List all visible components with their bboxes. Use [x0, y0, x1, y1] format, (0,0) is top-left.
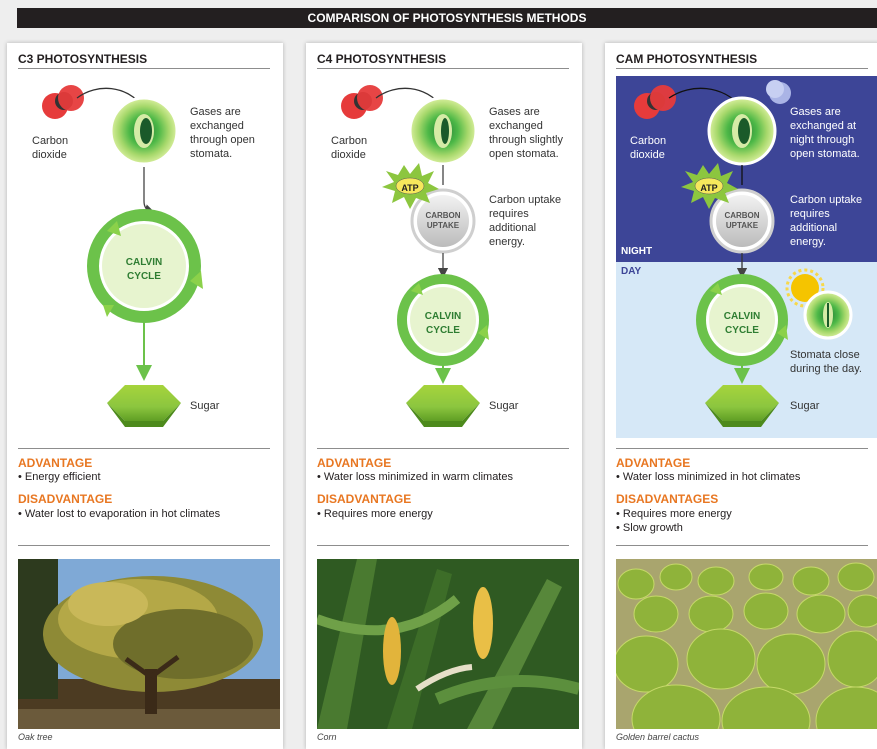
sugar-icon — [406, 385, 480, 427]
advantage-item: • Water loss minimized in hot climates — [616, 471, 801, 483]
gases-label: Gases are exchanged at night through ope… — [790, 106, 860, 160]
cactus-photo — [616, 559, 877, 729]
divider — [616, 545, 868, 546]
disadvantage-title: DISADVANTAGE — [317, 492, 412, 506]
calvin-cycle-label: CALVIN CYCLE — [424, 311, 462, 336]
disadvantage-item: • Slow growth — [616, 522, 683, 534]
carbon-uptake-icon — [410, 188, 476, 254]
divider — [317, 68, 569, 69]
atp-label: ATP — [401, 183, 419, 193]
sugar-label: Sugar — [489, 400, 519, 412]
carbon-uptake-text: Carbon uptake requires additional energy… — [489, 194, 562, 248]
disadvantage-item: • Requires more energy — [616, 508, 732, 520]
calvin-cycle-icon — [87, 209, 203, 323]
card-c4: C4 PHOTOSYNTHESIS — [306, 43, 582, 749]
calvin-cycle-icon — [397, 274, 489, 366]
moon-icon — [766, 80, 791, 104]
stoma-icon — [707, 96, 777, 166]
card-title: C3 PHOTOSYNTHESIS — [18, 52, 148, 66]
sugar-icon — [107, 385, 181, 427]
carbon-uptake-icon — [709, 188, 775, 254]
stoma-icon — [109, 96, 179, 166]
corn-photo — [317, 559, 579, 729]
cam-diagram — [634, 80, 853, 427]
photo-caption: Golden barrel cactus — [616, 732, 700, 742]
divider — [18, 545, 270, 546]
divider — [616, 68, 868, 69]
sun-icon — [785, 268, 825, 308]
carbon-dioxide-label: Carbon dioxide — [630, 135, 667, 161]
advantage-title: ADVANTAGE — [616, 456, 691, 470]
carbon-dioxide-label: Carbon dioxide — [331, 135, 368, 161]
photo-caption: Corn — [317, 732, 337, 742]
calvin-cycle-label: CALVIN CYCLE — [125, 257, 163, 282]
carbon-dioxide-icon — [341, 85, 383, 119]
atp-icon — [382, 163, 439, 209]
carbon-uptake-label: CARBON UPTAKE — [425, 211, 461, 230]
advantage-title: ADVANTAGE — [18, 456, 93, 470]
disadvantage-title: DISADVANTAGE — [18, 492, 113, 506]
disadvantage-title: DISADVANTAGES — [616, 492, 719, 506]
stomata-close-label: Stomata close during the day. — [790, 349, 862, 375]
divider — [616, 448, 868, 449]
disadvantage-item: • Water lost to evaporation in hot clima… — [18, 508, 221, 520]
sugar-label: Sugar — [790, 400, 820, 412]
sugar-label: Sugar — [190, 400, 220, 412]
divider — [317, 545, 569, 546]
day-label: DAY — [621, 266, 642, 277]
oak-tree-photo — [18, 559, 280, 729]
page-title: COMPARISON OF PHOTOSYNTHESIS METHODS — [17, 8, 877, 28]
carbon-uptake-label: CARBON UPTAKE — [724, 211, 760, 230]
advantage-item: • Water loss minimized in warm climates — [317, 471, 513, 483]
c3-diagram — [42, 85, 203, 427]
sugar-icon — [705, 385, 779, 427]
divider — [317, 448, 569, 449]
card-c3: C3 PHOTOSYNTHESIS — [7, 43, 283, 749]
atp-label: ATP — [700, 183, 718, 193]
advantage-title: ADVANTAGE — [317, 456, 392, 470]
card-title: C4 PHOTOSYNTHESIS — [317, 52, 447, 66]
night-label: NIGHT — [621, 246, 653, 257]
atp-icon — [681, 163, 738, 209]
closed-stoma-icon — [803, 290, 853, 340]
card-title: CAM PHOTOSYNTHESIS — [616, 52, 758, 66]
c4-diagram — [341, 85, 489, 427]
carbon-uptake-text: Carbon uptake requires additional energy… — [790, 194, 863, 248]
card-cam: CAM PHOTOSYNTHESIS — [605, 43, 877, 749]
divider — [18, 68, 270, 69]
carbon-dioxide-icon — [42, 85, 84, 119]
carbon-dioxide-label: Carbon dioxide — [32, 135, 69, 161]
stoma-icon — [408, 96, 478, 166]
advantage-item: • Energy efficient — [18, 471, 101, 483]
carbon-dioxide-icon — [634, 85, 676, 119]
disadvantage-item: • Requires more energy — [317, 508, 433, 520]
calvin-cycle-label: CALVIN CYCLE — [723, 311, 761, 336]
calvin-cycle-icon — [696, 274, 788, 366]
divider — [18, 448, 270, 449]
gases-label: Gases are exchanged through open stomata… — [190, 106, 255, 160]
photo-caption: Oak tree — [18, 732, 53, 742]
gases-label: Gases are exchanged through slightly ope… — [489, 106, 563, 160]
